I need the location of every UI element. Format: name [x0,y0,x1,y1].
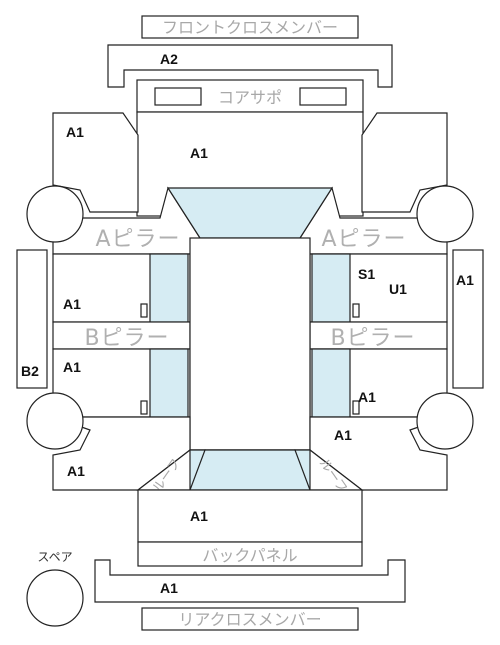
a-pillar-right-label: Aピラー [321,227,406,252]
headlight-left [154,87,202,106]
wheel-rear-right [416,392,474,450]
grade-hood: A1 [190,145,208,161]
back-panel-label: バックパネル [202,546,297,565]
grade-rear-cross: A1 [160,580,178,596]
grade-right-quarter: A1 [334,427,352,443]
grade-right-roof-rail: A1 [456,272,474,288]
roof-panel [189,237,311,451]
wheel-rear-left [26,392,84,450]
grade-trunk: A1 [190,508,208,524]
rear-window-trim [189,449,311,491]
rear-cross-member-box [141,607,359,631]
grade-left-quarter: A1 [67,463,85,479]
left-front-door-handle [140,303,148,318]
spare-label: スペア [37,550,72,564]
grade-left-side-rail: B2 [21,363,39,379]
left-rear-window [149,348,189,418]
left-rear-door-handle [140,400,148,415]
right-roof-rail [452,249,484,389]
wheel-front-right [416,185,474,243]
trunk-panel [137,489,363,543]
a-pillar-left-label: Aピラー [95,227,180,252]
right-front-door-handle [352,303,360,318]
back-panel-box [137,541,363,567]
grade-right-rear-door: A1 [358,389,376,405]
rear-bumper-bracket [94,559,406,603]
wheel-front-left [26,185,84,243]
b-pillar-right-label: Bピラー [330,326,415,351]
front-bumper-bracket [107,44,393,88]
grade-left-front-fender: A1 [66,124,84,140]
front-cross-member-box [141,15,359,39]
right-front-window [311,253,351,323]
b-pillar-left-label: Bピラー [84,326,169,351]
core-support-label: コアサポ [218,88,282,107]
b-pillar-right-band [309,321,448,350]
right-rear-window [311,348,351,418]
right-rear-door-handle [352,400,360,415]
grade-right-front-door-u: U1 [389,281,407,297]
grade-front-cross: A2 [160,51,178,67]
left-front-window [149,253,189,323]
front-cross-member-label: フロントクロスメンバー [162,18,338,37]
spare-tire [26,569,84,627]
left-side-rail [16,249,48,389]
grade-left-rear-door: A1 [63,359,81,375]
rear-cross-member-label: リアクロスメンバー [178,610,321,629]
grade-left-front-door: A1 [63,296,81,312]
left-rear-quarter [52,416,191,491]
grade-right-front-door-s: S1 [358,266,375,282]
right-rear-quarter [309,416,448,491]
headlight-right [299,87,347,106]
